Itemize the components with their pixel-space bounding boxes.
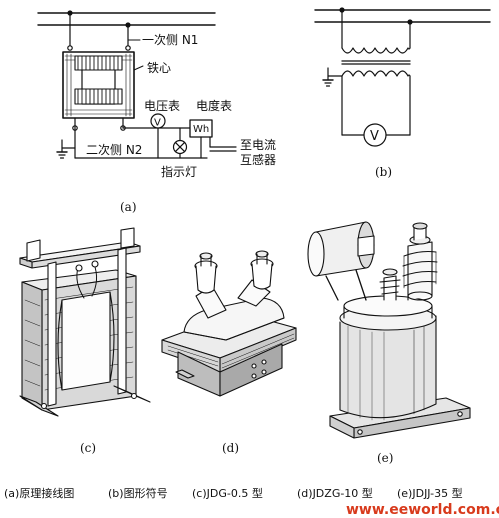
voltmeter-symbol-label: V: [154, 118, 161, 129]
iron-core-label: 铁心: [147, 61, 171, 75]
graphic-symbol: V: [314, 7, 491, 147]
wiring-schematic: V Wh: [37, 10, 237, 159]
caption-e: (e)JDJJ-35 型: [397, 486, 463, 500]
junction-dot: [407, 19, 413, 25]
to-current-transformer-label-1: 至电流: [240, 138, 276, 152]
symbol-voltmeter: [363, 123, 387, 147]
watthour-meter-symbol-label: Wh: [193, 124, 209, 135]
jdg-transformer-drawing: [19, 227, 151, 417]
primary-side-label: 一次侧 N1: [142, 33, 198, 47]
voltmeter-label: 电压表: [144, 99, 180, 113]
symbol-primary-coil: [341, 47, 411, 54]
to-current-transformer-label-2: 互感器: [240, 152, 276, 167]
indicator-lamp-label: 指示灯: [161, 164, 197, 179]
ground-symbol-right: [322, 67, 343, 87]
ground-symbol-left: [56, 139, 76, 159]
watthour-meter-label: 电度表: [196, 98, 232, 113]
junction-dot: [339, 7, 345, 13]
indicator-lamp-symbol: [172, 139, 188, 155]
subfigure-c-label: (c): [80, 441, 96, 455]
symbol-secondary-coil: [341, 70, 411, 77]
caption-c: (c)JDG-0.5 型: [192, 486, 263, 500]
subfigure-a-label: (a): [120, 200, 137, 214]
secondary-winding: [74, 88, 123, 105]
caption-a: (a)原理接线图: [4, 486, 74, 500]
junction-dot: [125, 22, 131, 28]
subfigure-d-label: (d): [222, 441, 239, 455]
caption-d: (d)JDZG-10 型: [297, 486, 373, 500]
jdzg-transformer-drawing: [161, 250, 297, 397]
subfigure-e-label: (e): [377, 451, 393, 465]
junction-dot: [67, 10, 73, 16]
jdjj-transformer-drawing: [307, 221, 471, 439]
watermark: www.eeworld.com.cn: [346, 502, 499, 518]
terminal-dot: [125, 45, 131, 51]
voltmeter-symbol: [150, 113, 166, 129]
symbol-voltmeter-label: V: [370, 129, 379, 144]
core-leader-line: [133, 65, 144, 71]
caption-b: (b)图形符号: [108, 487, 168, 500]
terminal-dot: [67, 45, 73, 51]
subfigure-b-label: (b): [375, 165, 392, 179]
secondary-side-label: 二次侧 N2: [86, 143, 142, 157]
primary-winding: [74, 55, 123, 71]
